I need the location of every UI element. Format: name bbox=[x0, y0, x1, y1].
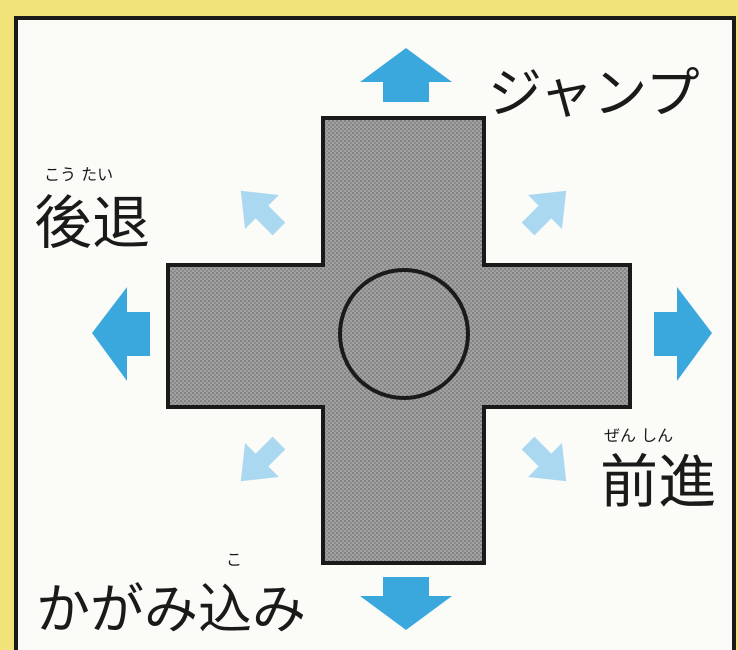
label-forward: 前進 bbox=[600, 448, 716, 516]
label-jump: ジャンプ bbox=[488, 62, 700, 125]
arrow-left-icon bbox=[92, 287, 150, 381]
arrow-down-right-icon bbox=[521, 436, 567, 482]
arrow-right-icon bbox=[654, 287, 712, 381]
label-backward: 後退 bbox=[34, 189, 150, 257]
label-crouch: かがみ込み bbox=[36, 578, 306, 641]
reading-backward: こう たい bbox=[44, 165, 113, 184]
reading-forward: ぜん しん bbox=[604, 426, 673, 445]
reading-crouch: こ bbox=[226, 550, 242, 569]
arrow-down-left-icon bbox=[240, 436, 286, 482]
arrow-up-right-icon bbox=[521, 190, 567, 236]
arrow-up-icon bbox=[360, 48, 452, 102]
dpad-center-circle bbox=[338, 268, 470, 400]
arrow-down-icon bbox=[360, 577, 452, 630]
arrow-up-left-icon bbox=[240, 190, 286, 236]
